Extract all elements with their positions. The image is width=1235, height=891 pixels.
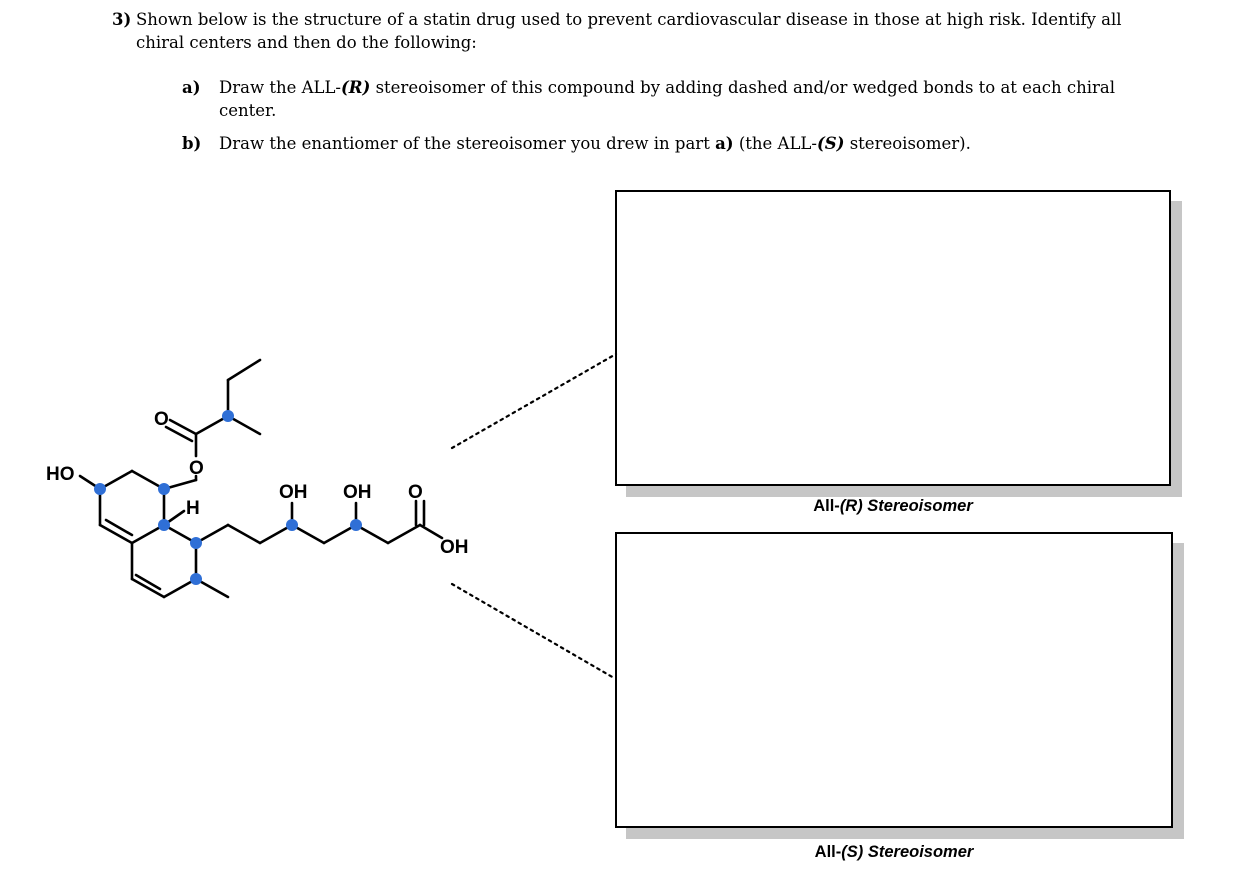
part-a-text-post: stereoisomer of this compound by adding … bbox=[219, 78, 1116, 120]
caption-s: All-(S) Stereoisomer bbox=[615, 843, 1173, 862]
caption-s-emph: (S) Stereoisomer bbox=[841, 843, 974, 861]
label-ester-o: O bbox=[189, 458, 204, 479]
part-b-text-post: stereoisomer). bbox=[844, 134, 971, 153]
question-block: 3) Shown below is the structure of a sta… bbox=[112, 8, 1142, 153]
answer-box-s[interactable] bbox=[615, 532, 1173, 828]
part-a-label: a) bbox=[182, 78, 201, 97]
part-a-emph: (R) bbox=[341, 78, 371, 97]
caption-s-prefix: All- bbox=[814, 843, 842, 861]
chiral-center-marker bbox=[190, 573, 202, 585]
part-b-text-mid: (the ALL- bbox=[733, 134, 817, 153]
chiral-center-marker bbox=[158, 483, 170, 495]
label-acid-carbonyl-o: O bbox=[408, 482, 423, 503]
part-b-ref: a) bbox=[715, 134, 734, 153]
answer-box-r[interactable] bbox=[615, 190, 1171, 486]
question-number: 3) bbox=[112, 10, 132, 29]
question-intro: Shown below is the structure of a statin… bbox=[136, 10, 1122, 52]
caption-r-prefix: All- bbox=[813, 497, 840, 515]
part-b: b) Draw the enantiomer of the stereoisom… bbox=[182, 132, 1122, 155]
part-a: a) Draw the ALL-(R) stereoisomer of this… bbox=[182, 76, 1122, 122]
label-oh-2: OH bbox=[343, 482, 372, 503]
label-h: H bbox=[186, 498, 200, 519]
chiral-center-marker bbox=[286, 519, 298, 531]
part-b-text-pre: Draw the enantiomer of the stereoisomer … bbox=[219, 134, 716, 153]
label-ho-left: HO bbox=[46, 464, 75, 485]
caption-r-emph: (R) Stereoisomer bbox=[839, 497, 973, 515]
caption-r: All-(R) Stereoisomer bbox=[615, 497, 1171, 516]
label-oh-1: OH bbox=[279, 482, 308, 503]
part-b-emph: (S) bbox=[816, 134, 845, 153]
label-acid-oh: OH bbox=[440, 537, 469, 558]
chiral-center-marker bbox=[350, 519, 362, 531]
label-ester-carbonyl-o: O bbox=[154, 409, 169, 430]
part-a-text: Draw the ALL-(R) stereoisomer of this co… bbox=[219, 76, 1122, 122]
chiral-center-marker bbox=[190, 537, 202, 549]
chiral-center-marker bbox=[158, 519, 170, 531]
chiral-center-marker bbox=[94, 483, 106, 495]
part-b-label: b) bbox=[182, 134, 202, 153]
part-a-text-pre: Draw the ALL- bbox=[219, 78, 341, 97]
part-b-text: Draw the enantiomer of the stereoisomer … bbox=[219, 132, 1122, 155]
chiral-center-marker bbox=[222, 410, 234, 422]
